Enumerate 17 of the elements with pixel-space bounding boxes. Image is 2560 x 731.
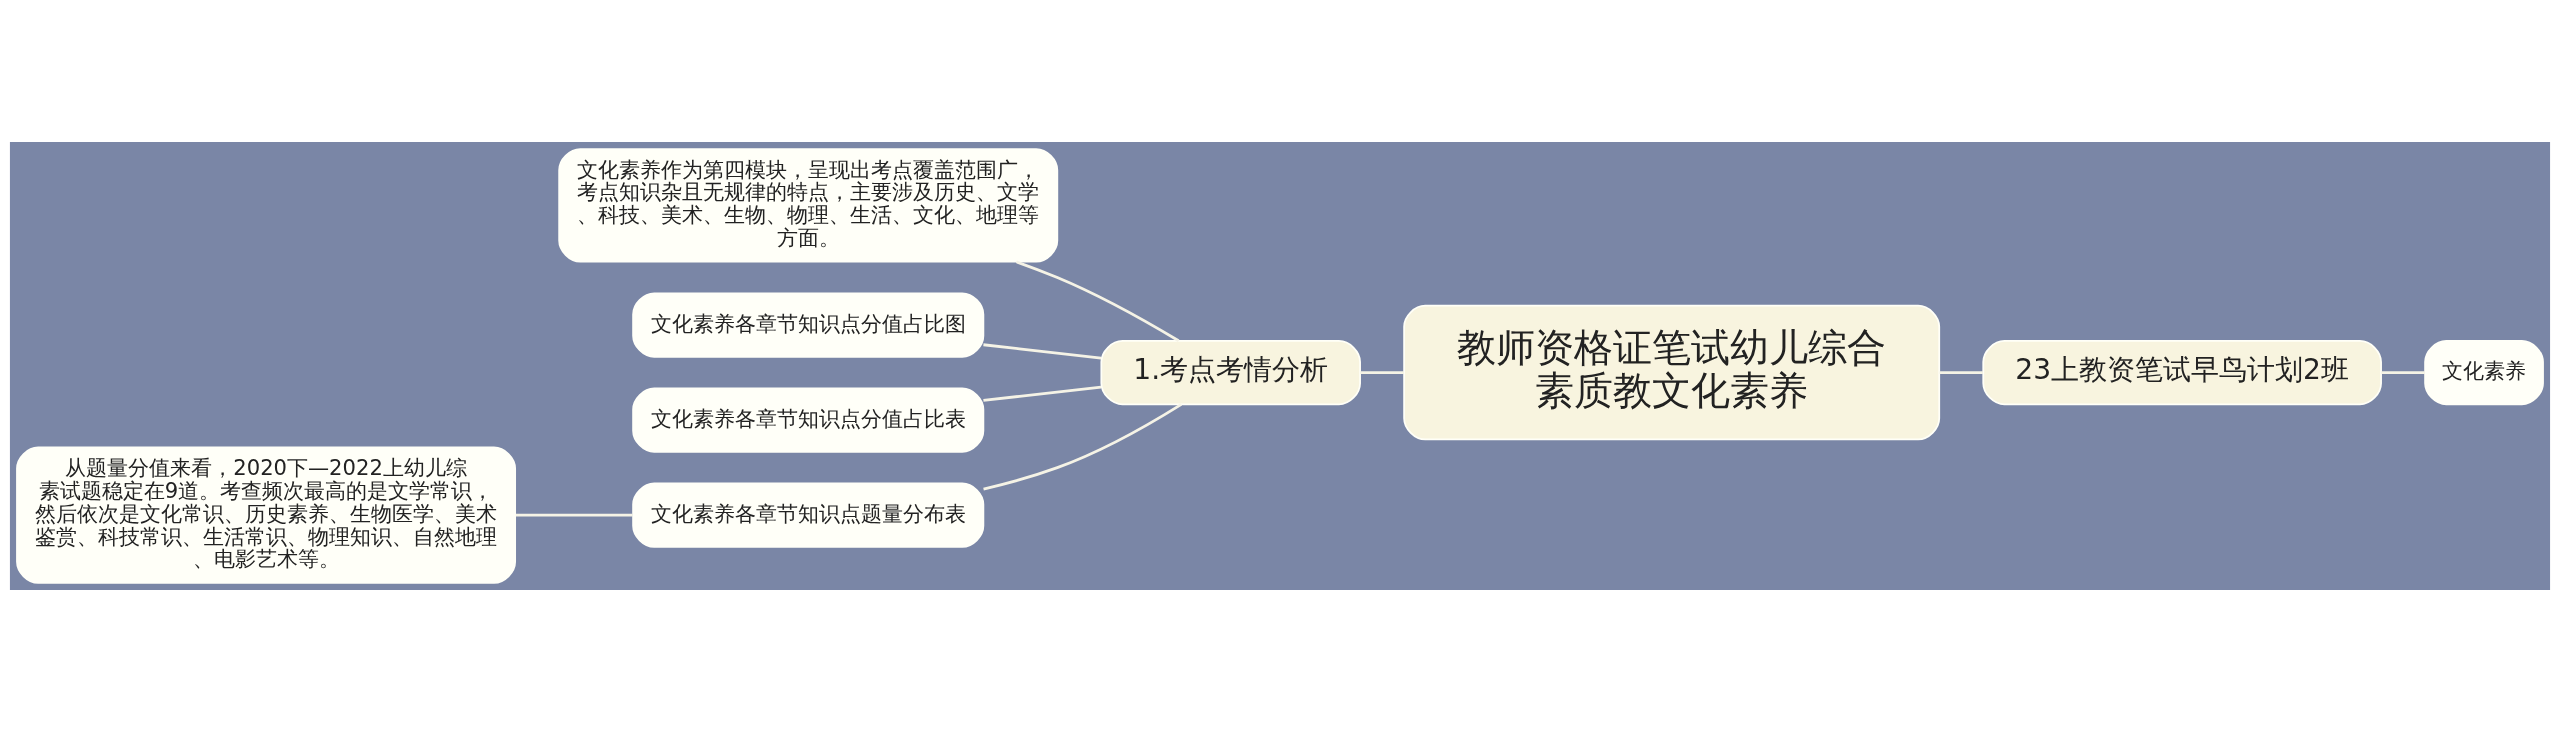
node-box: 23上教资笔试早鸟计划2班	[1982, 339, 2382, 405]
node-box: 文化素养各章节知识点分值占比表	[632, 387, 985, 453]
node-box: 文化素养各章节知识点题量分布表	[632, 482, 985, 548]
node-box: 文化素养各章节知识点分值占比图	[632, 292, 985, 358]
connector	[2381, 370, 2425, 374]
connector	[983, 402, 1183, 490]
connector	[983, 385, 1102, 402]
node-box: 1.考点考情分析	[1100, 339, 1361, 405]
node-box: 文化素养	[2424, 339, 2544, 405]
connector	[515, 513, 633, 517]
connector	[1360, 370, 1405, 374]
connector	[983, 342, 1102, 359]
node-box: 文化素养作为第四模块，呈现出考点覆盖范围广，考点知识杂且无规律的特点，主要涉及历史、文学、科技、美术、生物、物理、生活、文化、地理等方面。	[558, 147, 1059, 263]
connector	[1015, 259, 1180, 342]
connector	[1939, 370, 1983, 374]
node-box: 教师资格证笔试幼儿综合素质教文化素养	[1403, 304, 1941, 440]
node-box: 从题量分值来看，2020下—2022上幼儿综素试题稳定在9道。考查频次最高的是文学常识，然后依次是文化常识、历史素养、生物医学、美术鉴赏、科技常识、生活常识、物理知识、自然地理、电影艺术等。	[16, 446, 516, 584]
